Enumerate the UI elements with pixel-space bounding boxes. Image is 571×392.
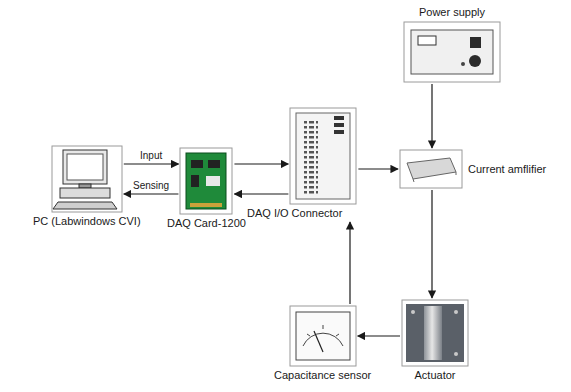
component-label: Power supply — [419, 6, 485, 19]
bolt — [411, 310, 415, 314]
component-node: DAQ I/O Connector — [247, 108, 356, 220]
power-supply-picture — [404, 22, 500, 82]
signal-arrow — [358, 335, 400, 336]
signal-arrow — [234, 163, 288, 164]
meter-needle — [314, 331, 323, 352]
supply-terminal — [461, 62, 465, 66]
picture-frame — [180, 148, 232, 214]
signal-arrow — [124, 163, 179, 164]
terminal-block — [304, 120, 318, 195]
picture-frame — [402, 300, 468, 366]
indicator — [334, 116, 344, 120]
signal-arrow — [358, 168, 398, 169]
supply-switch — [470, 37, 481, 48]
component-node: Capacitance sensor — [274, 306, 371, 382]
component-node: Actuator — [402, 300, 468, 382]
signal-arrow — [124, 193, 179, 194]
component-label: DAQ I/O Connector — [247, 207, 342, 220]
component-node: PC (Labwindows CVI) — [33, 146, 141, 228]
picture-frame — [290, 108, 356, 204]
bolt — [454, 352, 458, 356]
picture-frame — [404, 22, 500, 82]
edge-label: Input — [138, 150, 164, 162]
supply-knob — [469, 55, 481, 67]
indicator — [334, 130, 344, 134]
card-contacts — [190, 203, 222, 207]
component-label: PC (Labwindows CVI) — [33, 215, 141, 228]
edge-label: Sensing — [131, 180, 171, 192]
chip — [191, 175, 199, 187]
meter-face — [296, 312, 350, 360]
circuit-board — [186, 153, 226, 209]
component-node: Power supply — [404, 6, 500, 82]
actuator-cylinder — [424, 306, 442, 360]
picture-frame — [52, 146, 122, 212]
component-label: Capacitance sensor — [274, 369, 371, 382]
monitor-stand — [79, 184, 91, 188]
amplifier-foot — [413, 179, 414, 182]
daq-card-picture — [180, 148, 232, 214]
photo-ground — [406, 304, 464, 362]
monitor — [63, 150, 107, 184]
sensor-picture — [290, 306, 356, 366]
component-node: Current amflifier — [400, 150, 546, 188]
chip — [206, 176, 220, 186]
signal-arrow — [234, 193, 288, 194]
indicator — [334, 123, 344, 127]
connector-panel — [296, 113, 350, 199]
supply-body — [411, 30, 493, 74]
meter-tick — [336, 334, 339, 336]
component-label: DAQ Card-1200 — [167, 217, 246, 230]
component-label: Current amflifier — [468, 163, 546, 176]
amplifier-foot — [456, 172, 457, 175]
chip — [191, 160, 203, 168]
pc-case — [60, 188, 110, 198]
amplifier-picture — [400, 150, 462, 188]
chip — [208, 160, 220, 168]
io-connector-picture — [290, 108, 356, 204]
pc-picture — [52, 146, 122, 212]
signal-arrow — [431, 190, 432, 298]
meter-tick — [307, 334, 310, 336]
component-label: Actuator — [415, 369, 456, 382]
meter-tick — [323, 325, 324, 329]
actuator-picture — [402, 300, 468, 366]
picture-frame — [400, 150, 462, 188]
screen — [67, 154, 103, 180]
supply-display — [418, 36, 436, 45]
picture-frame — [290, 306, 356, 366]
bolt — [454, 310, 458, 314]
component-node: DAQ Card-1200 — [167, 148, 246, 230]
meter-scale — [303, 333, 343, 346]
keyboard — [53, 202, 117, 209]
signal-arrow — [431, 84, 432, 148]
signal-arrow — [349, 222, 350, 304]
amplifier-body — [407, 158, 456, 179]
